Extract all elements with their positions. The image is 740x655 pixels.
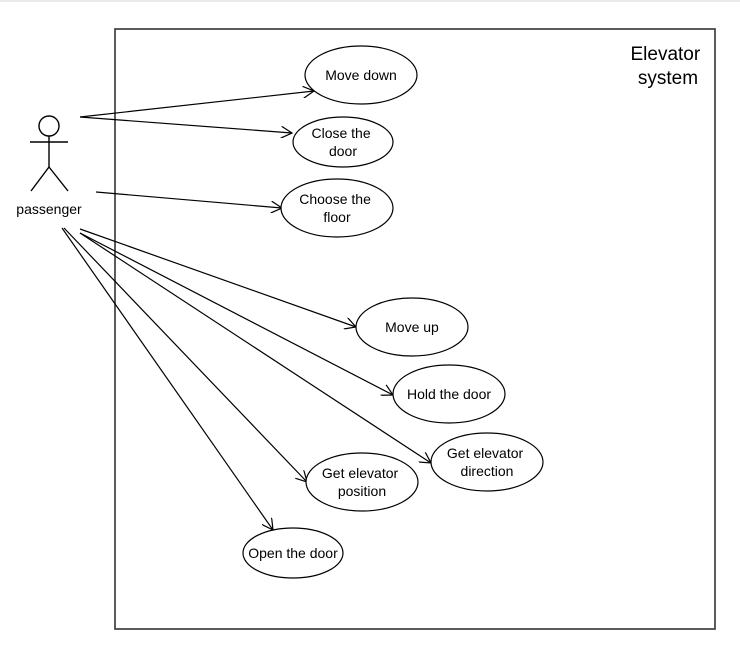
use-case-ellipse (430, 432, 544, 492)
use-case-label-line: Choose the (299, 191, 371, 207)
use-case-label-line: Get elevator (322, 465, 399, 481)
use-case-label-line: Move up (385, 319, 439, 335)
use-case-move-down[interactable]: Move down (304, 45, 418, 105)
use-case-label-line: floor (323, 209, 351, 225)
use-case-choose-floor[interactable]: Choose the floor (280, 178, 394, 238)
use-case-label: Choose the floor (299, 191, 375, 225)
use-case-ellipse (242, 527, 344, 579)
use-case-close-door[interactable]: Close the door (292, 116, 394, 168)
assoc-hold-door (79, 232, 393, 395)
use-case-ellipse (292, 116, 394, 168)
assoc-move-up (79, 228, 356, 327)
associations (61, 91, 431, 530)
use-case-label-line: position (338, 483, 386, 499)
use-case-label-line: Open the door (248, 545, 338, 561)
use-case-label: Hold the door (407, 386, 491, 402)
system-label-line-1: Elevator (631, 44, 701, 65)
assoc-get-direction (79, 232, 431, 463)
use-case-label: Open the door (248, 545, 338, 561)
use-case-label-line: Move down (325, 67, 397, 83)
use-case-label-line: direction (461, 463, 514, 479)
assoc-move-down (79, 91, 314, 118)
use-case-label-line: door (329, 143, 357, 159)
use-case-open-door[interactable]: Open the door (242, 527, 344, 579)
use-case-hold-door[interactable]: Hold the door (392, 364, 506, 424)
assoc-open-door (61, 227, 273, 530)
use-case-ellipse (355, 297, 469, 357)
use-case-ellipse (305, 452, 419, 512)
system-boundary (114, 28, 716, 630)
actor-head (38, 115, 60, 137)
use-case-ellipse (392, 364, 506, 424)
actor-right-leg (48, 166, 69, 192)
use-case-label: Move down (325, 67, 397, 83)
system-label-line-2: system (638, 68, 698, 89)
use-case-label: Get elevator direction (447, 445, 527, 479)
use-case-ellipse (280, 178, 394, 238)
use-case-get-direction[interactable]: Get elevator direction (430, 432, 544, 492)
assoc-choose-floor (95, 191, 282, 208)
use-case-label-line: Close the (311, 125, 370, 141)
actor-passenger[interactable]: passenger (16, 115, 82, 217)
use-case-label: Close the door (311, 125, 374, 159)
use-case-label: Get elevator position (322, 465, 402, 499)
use-case-label-line: Hold the door (407, 386, 491, 402)
use-case-label: Move up (385, 319, 439, 335)
system-label: Elevator system (631, 44, 706, 89)
actor-left-leg (30, 166, 50, 192)
actor-label: passenger (16, 201, 82, 217)
use-case-label-line: Get elevator (447, 445, 524, 461)
assoc-close-door (79, 116, 292, 133)
use-case-ellipse (304, 45, 418, 105)
use-case-move-up[interactable]: Move up (355, 297, 469, 357)
top-divider (0, 0, 740, 2)
use-case-get-position[interactable]: Get elevator position (305, 452, 419, 512)
assoc-get-position (63, 227, 307, 482)
